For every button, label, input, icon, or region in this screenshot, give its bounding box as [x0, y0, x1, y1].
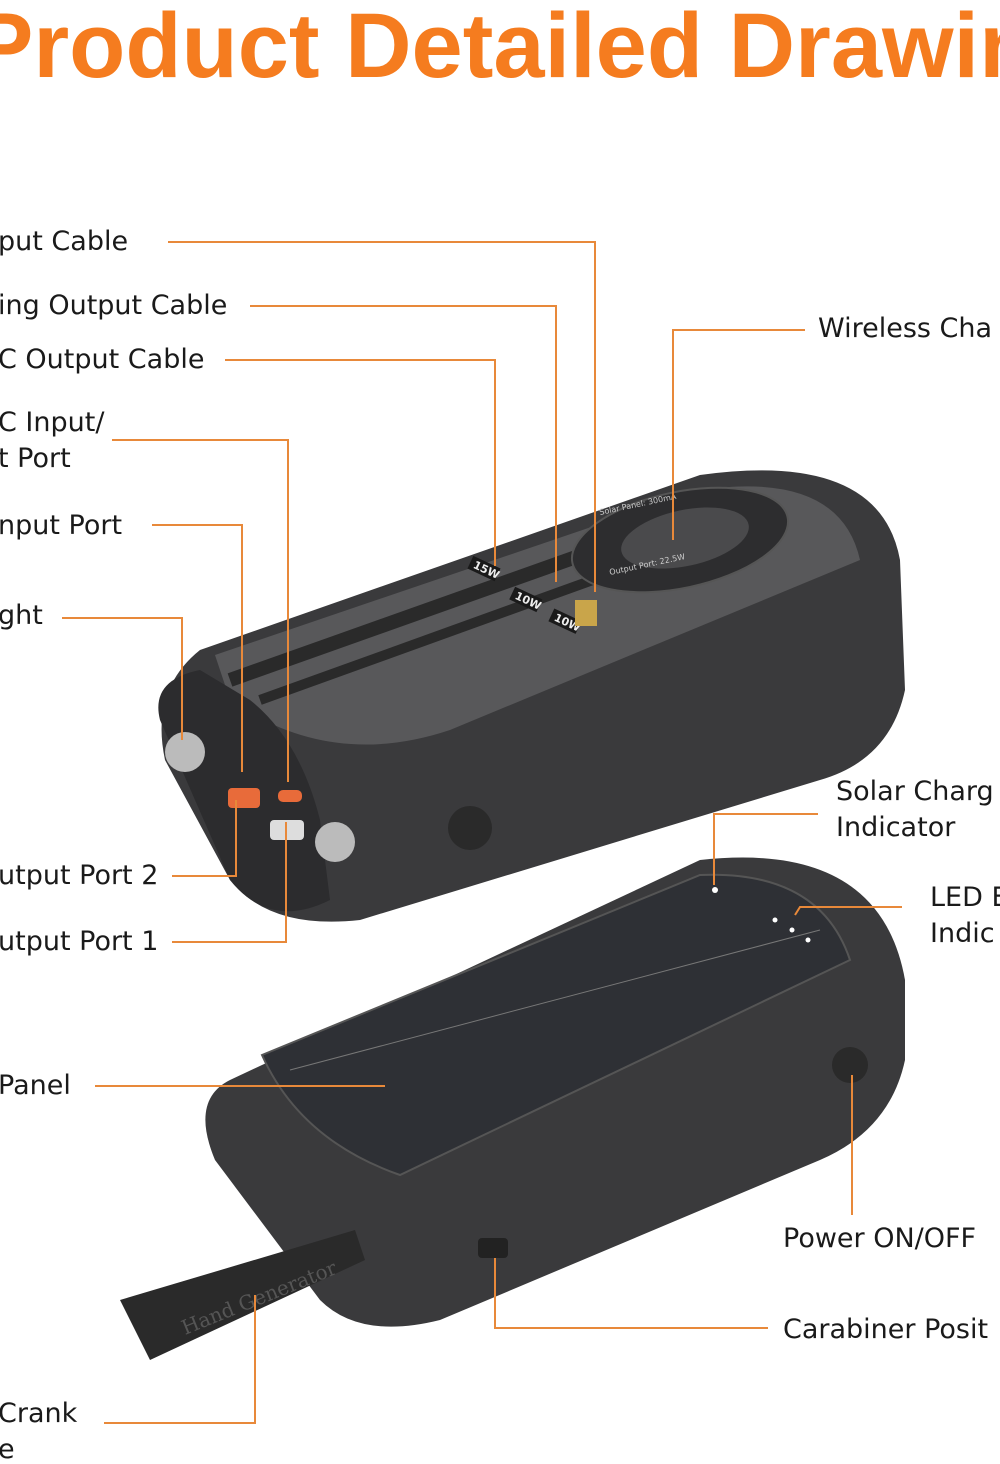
- label-solar-indicator: Solar Charg: [836, 776, 994, 807]
- label-input-port: nput Port: [0, 510, 123, 541]
- power-bank-top-view: Solar Panel: 300mA Output Port: 22.5W 15…: [158, 470, 906, 922]
- label-crank: Crank: [0, 1398, 78, 1429]
- label-solar-indicator: Indicator: [836, 812, 956, 843]
- label-wireless: Wireless Cha: [818, 313, 993, 344]
- label-flashlight: ght: [0, 600, 43, 631]
- label-typec-cable: C Output Cable: [0, 344, 205, 375]
- label-led: LED E: [930, 882, 1000, 913]
- label-typec-port: t Port: [0, 443, 71, 474]
- label-crank: e: [0, 1434, 15, 1464]
- label-output-port-1: utput Port 1: [0, 926, 159, 957]
- label-solar-panel: Panel: [0, 1070, 71, 1101]
- label-power: Power ON/OFF: [783, 1223, 977, 1254]
- label-lightning-cable: ing Output Cable: [0, 290, 228, 321]
- label-input-cable: put Cable: [0, 226, 129, 257]
- page-title: Product Detailed Drawing: [0, 0, 1000, 97]
- leader-lines: [62, 241, 902, 1424]
- label-led: Indic: [930, 918, 995, 949]
- label-carabiner: Carabiner Posit: [783, 1314, 989, 1345]
- label-output-port-2: utput Port 2: [0, 860, 159, 891]
- label-typec-port: C Input/: [0, 407, 105, 438]
- power-bank-bottom-view: Hand Generator: [120, 857, 905, 1360]
